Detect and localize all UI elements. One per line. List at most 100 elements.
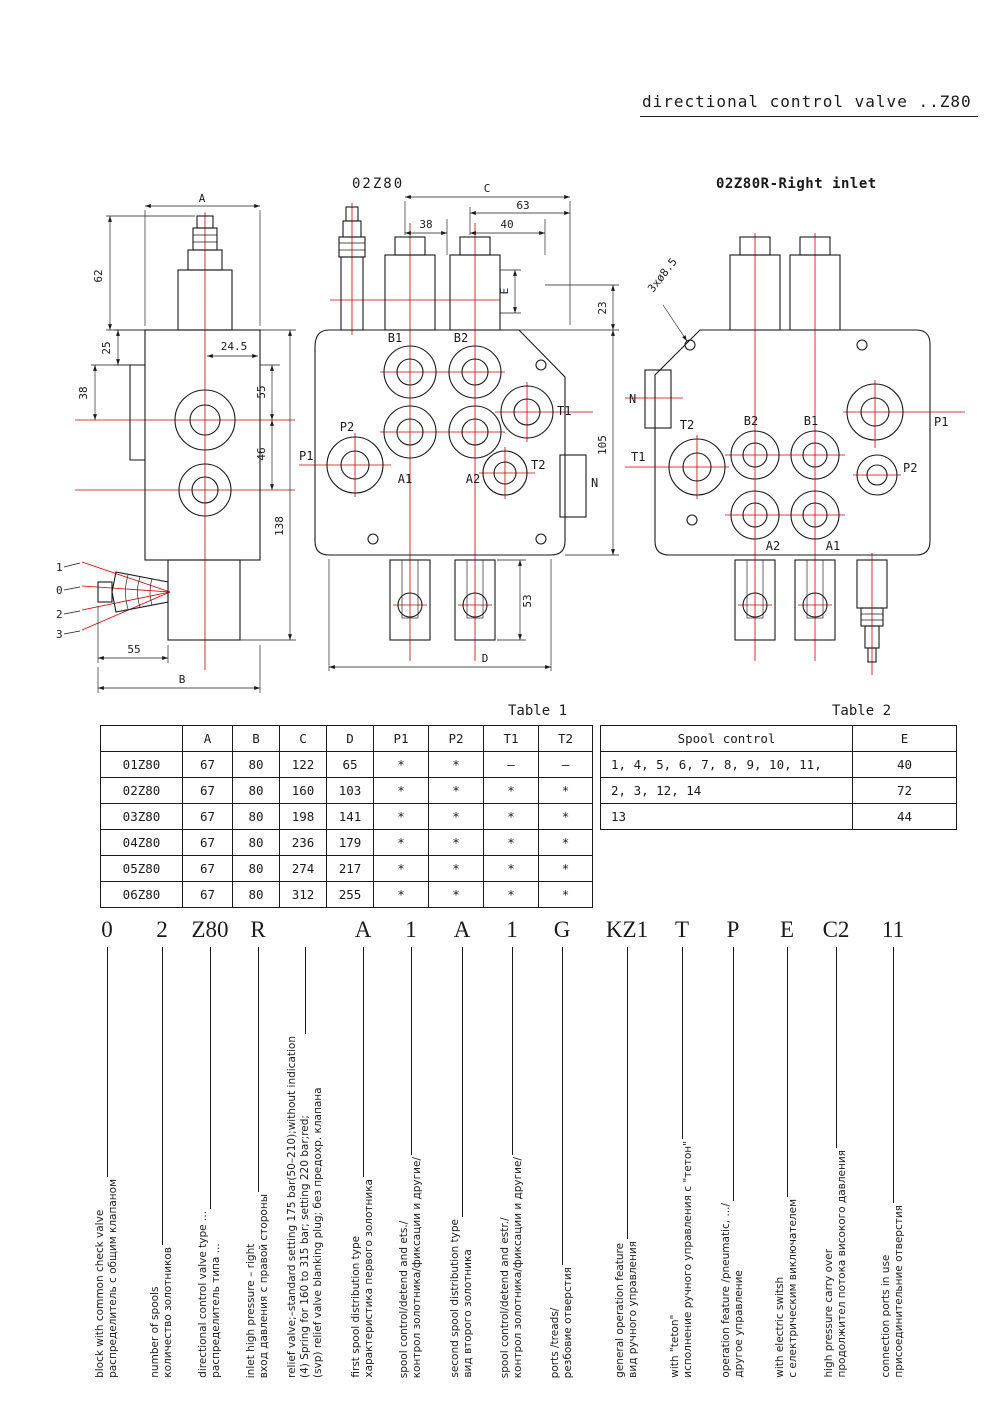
ordering-code-description: with electric switsh с електрическим вик… xyxy=(774,1199,799,1378)
table-cell: 67 xyxy=(182,829,233,856)
table-cell: 06Z80 xyxy=(100,881,183,908)
ordering-code: 1 xyxy=(506,917,518,942)
table-cell: 141 xyxy=(326,803,374,830)
ordering-code: R xyxy=(250,917,266,942)
table-row: 01Z80 67 80 122 65 * * – – xyxy=(100,751,593,778)
leader-line xyxy=(681,947,683,1140)
ordering-code: 11 xyxy=(881,917,905,942)
table-cell: * xyxy=(373,829,429,856)
table-cell: 1, 4, 5, 6, 7, 8, 9, 10, 11, xyxy=(600,751,853,778)
ordering-code: A xyxy=(453,917,471,942)
port-a2: A2 xyxy=(466,472,480,486)
table-cell: 122 xyxy=(279,751,327,778)
table-cell: 179 xyxy=(326,829,374,856)
ordering-code-item: R inlet high pressure – right вход давле… xyxy=(242,915,274,1378)
ordering-code-item: P operation feature /pneumatic, .../ дру… xyxy=(717,915,749,1378)
page-title: directional control valve ..Z80 xyxy=(640,92,978,117)
leader-line xyxy=(461,947,463,1218)
table-row: 2, 3, 12, 14 72 xyxy=(600,777,957,804)
ordering-code-item: A second spool distribution type вид вто… xyxy=(446,915,478,1378)
table-cell: * xyxy=(538,829,593,856)
column-header: A xyxy=(182,725,233,752)
dim-mounting-holes: 3xø8.5 xyxy=(645,256,680,295)
column-header: T2 xyxy=(538,725,593,752)
dimensions-table: A B C D P1 P2 T1 T2 01Z80 67 80 122 65 *… xyxy=(100,725,593,908)
table-cell: 03Z80 xyxy=(100,803,183,830)
table-cell: 05Z80 xyxy=(100,855,183,882)
ordering-code: T xyxy=(674,917,690,942)
table-cell: * xyxy=(538,855,593,882)
table-cell: 80 xyxy=(232,829,280,856)
ordering-code-description: operation feature /pneumatic, .../ друго… xyxy=(720,1203,745,1378)
ordering-code-item: KZ1 general operation feature вид ручног… xyxy=(606,915,648,1378)
ordering-code-description: number of spools количество золотников xyxy=(149,1247,174,1378)
valve-outline xyxy=(314,206,587,641)
ordering-code-item: G ports /treads/ резбовие отверстия xyxy=(546,915,578,1378)
table-row: 13 44 xyxy=(600,803,957,830)
table-cell: – xyxy=(538,751,593,778)
ordering-code-item: relief valve;–standard setting 175 bar(5… xyxy=(286,915,324,1378)
table-cell: * xyxy=(538,777,593,804)
leader-line xyxy=(161,947,163,1246)
port-t2: T2 xyxy=(531,458,545,472)
dim-23: 23 xyxy=(596,301,609,314)
dimensions: C 63 38 40 E 23 105 53 xyxy=(328,182,619,671)
table-cell: 80 xyxy=(232,803,280,830)
leader-line xyxy=(209,947,211,1210)
table-cell: * xyxy=(483,829,539,856)
lever-pos-3: 3 xyxy=(56,628,63,641)
ordering-code-item: Z80 directional control valve type ... р… xyxy=(191,915,229,1378)
leader-line xyxy=(304,947,306,1034)
port-p2: P2 xyxy=(340,420,354,434)
leader-line xyxy=(257,947,259,1192)
table-cell: 312 xyxy=(279,881,327,908)
port-b1: B1 xyxy=(804,414,818,428)
table-cell: * xyxy=(428,829,484,856)
table-cell: 01Z80 xyxy=(100,751,183,778)
ordering-code-description: general operation feature вид ручного уп… xyxy=(614,1241,639,1378)
ordering-code: G xyxy=(553,917,571,942)
leader-line xyxy=(106,947,108,1178)
table-cell: * xyxy=(483,855,539,882)
valve-outline xyxy=(97,215,261,641)
column-header: E xyxy=(852,725,957,752)
table-cell: 65 xyxy=(326,751,374,778)
table-cell: * xyxy=(483,881,539,908)
column-header: D xyxy=(326,725,374,752)
table-header-row: A B C D P1 P2 T1 T2 xyxy=(100,725,593,752)
ordering-code: Z80 xyxy=(191,917,229,942)
ordering-code: E xyxy=(779,917,795,942)
dim-62: 62 xyxy=(92,269,105,282)
dim-38: 38 xyxy=(419,218,432,231)
table-cell: 103 xyxy=(326,777,374,804)
table-cell: * xyxy=(428,855,484,882)
port-n: N xyxy=(591,476,598,490)
table-row: 03Z80 67 80 198 141 * * * * xyxy=(100,803,593,830)
port-a1: A1 xyxy=(826,539,840,553)
table-cell: * xyxy=(428,751,484,778)
table-cell: 67 xyxy=(182,777,233,804)
port-labels: B1 B2 A1 A2 P2 P1 T1 T2 N xyxy=(299,331,598,490)
ordering-code-item: C2 high pressure carry over продолжител … xyxy=(820,915,852,1378)
dim-105: 105 xyxy=(596,435,609,455)
ordering-code: A xyxy=(354,917,372,942)
front-view-drawing: B1 B2 A1 A2 P2 P1 T1 T2 N C 63 38 40 xyxy=(299,182,619,671)
column-header: T1 xyxy=(483,725,539,752)
ordering-code: C2 xyxy=(822,917,850,942)
ordering-code-description: directional control valve type ... распр… xyxy=(197,1211,222,1378)
dim-53: 53 xyxy=(521,594,534,607)
table-cell: – xyxy=(483,751,539,778)
spool-control-table: Spool control E 1, 4, 5, 6, 7, 8, 9, 10,… xyxy=(600,725,957,830)
table-cell: 02Z80 xyxy=(100,777,183,804)
column-header: C xyxy=(279,725,327,752)
leader-line xyxy=(786,947,788,1198)
ordering-code: KZ1 xyxy=(605,917,649,942)
leader-line xyxy=(511,947,513,1155)
table-cell: 67 xyxy=(182,881,233,908)
table-cell: 67 xyxy=(182,803,233,830)
valve-outline xyxy=(644,236,931,663)
dim-138: 138 xyxy=(273,516,286,536)
table-cell: 04Z80 xyxy=(100,829,183,856)
table-cell: * xyxy=(373,777,429,804)
